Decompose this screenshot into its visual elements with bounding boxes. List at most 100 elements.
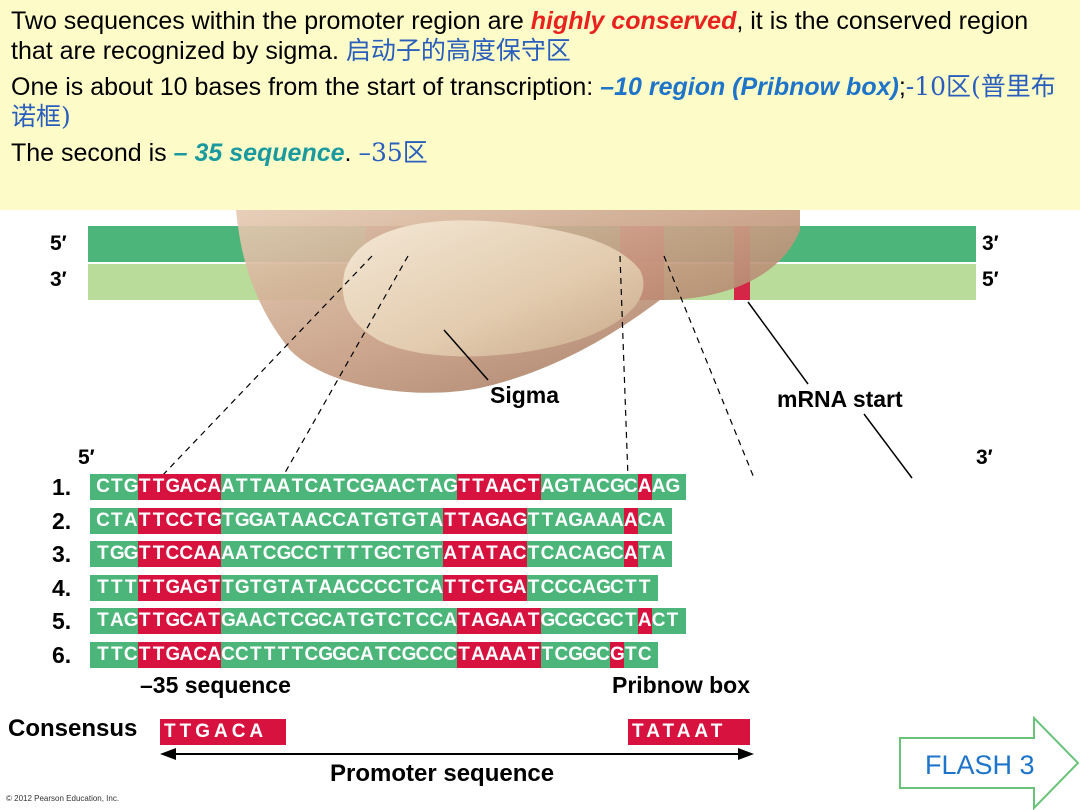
base: T	[347, 543, 359, 564]
base: C	[568, 543, 583, 564]
base: C	[610, 576, 624, 598]
base: T	[111, 476, 123, 497]
base: C	[332, 509, 346, 531]
base: A	[498, 608, 513, 634]
flash-button-label[interactable]: FLASH 3	[925, 750, 1035, 780]
base: T	[97, 576, 109, 598]
base: A	[582, 543, 596, 564]
base: A	[290, 509, 305, 531]
row-number: 1.	[52, 474, 72, 500]
base: A	[179, 641, 194, 668]
base: A	[651, 509, 666, 531]
base: T	[249, 476, 262, 497]
base: T	[277, 610, 290, 631]
base: A	[582, 576, 596, 598]
base: A	[234, 610, 249, 631]
base: C	[415, 643, 430, 665]
base: T	[249, 543, 262, 564]
base: G	[165, 608, 180, 634]
base: A	[290, 576, 305, 598]
base: G	[304, 610, 320, 631]
base: A	[332, 610, 346, 631]
base: A	[471, 507, 485, 534]
base: G	[484, 608, 500, 634]
paragraph-3: The second is – 35 sequence. –35区	[11, 138, 1070, 168]
pribnow-label: Pribnow box	[612, 672, 750, 698]
base: C	[304, 543, 319, 564]
base: T	[638, 543, 651, 564]
promoter-sequence-label: Promoter sequence	[330, 760, 555, 787]
base: A	[179, 474, 194, 500]
minus35-label: –35 sequence	[140, 672, 291, 698]
base: C	[234, 643, 249, 665]
base: T	[457, 608, 472, 634]
base: T	[526, 641, 541, 668]
base: A	[651, 543, 666, 564]
base: A	[179, 574, 194, 601]
base: T	[111, 576, 123, 598]
base: G	[609, 476, 625, 497]
base: C	[179, 608, 194, 634]
base: G	[568, 509, 584, 531]
base: G	[262, 576, 278, 598]
base: T	[416, 476, 429, 497]
base: A	[318, 476, 333, 497]
base: C	[471, 574, 485, 601]
base: T	[207, 608, 222, 634]
flash-arrow-icon[interactable]	[898, 716, 1080, 810]
base: T	[236, 476, 248, 497]
base: T	[277, 576, 290, 598]
base: T	[361, 543, 373, 564]
base: A	[596, 509, 610, 531]
base: C	[123, 643, 138, 665]
base: T	[624, 576, 637, 598]
base: C	[554, 643, 569, 665]
base: C	[429, 643, 444, 665]
base: T	[111, 643, 123, 665]
base: C	[554, 576, 569, 598]
p2-chinese: -10区(普里布诺框)	[11, 72, 1056, 131]
base: G	[568, 610, 584, 631]
base: T	[222, 509, 234, 531]
base: A	[262, 509, 277, 531]
base: C	[637, 643, 652, 665]
base: C	[610, 543, 624, 564]
row-number: 5.	[52, 608, 72, 634]
base: C	[443, 643, 458, 665]
base: G	[582, 643, 597, 665]
strand-label-top-right: 3′	[982, 232, 999, 255]
base: A	[429, 476, 444, 497]
base: A	[512, 574, 527, 601]
base: A	[207, 474, 222, 500]
base: T	[526, 474, 541, 500]
base: G	[123, 610, 139, 631]
base: C	[165, 507, 180, 534]
base: C	[290, 610, 305, 631]
base: T	[457, 574, 472, 601]
p1-chinese: 启动子的高度保守区	[345, 36, 571, 65]
base: T	[222, 576, 234, 598]
base: A	[471, 608, 485, 634]
base: C	[387, 610, 402, 631]
base: A	[582, 476, 596, 497]
base: C	[96, 476, 110, 497]
base: T	[137, 641, 152, 668]
base: A	[221, 543, 235, 564]
base: A	[234, 543, 249, 564]
base: T	[137, 608, 152, 634]
base: A	[262, 476, 277, 497]
base: T	[277, 509, 290, 531]
base: A	[332, 576, 346, 598]
base: C	[582, 610, 596, 631]
base: T	[207, 574, 222, 601]
base: G	[165, 641, 180, 668]
base: G	[248, 509, 264, 531]
base: G	[540, 610, 556, 631]
base: T	[291, 476, 304, 497]
base: A	[484, 641, 499, 668]
base: A	[387, 476, 402, 497]
base: T	[151, 474, 166, 500]
base: T	[151, 608, 166, 634]
